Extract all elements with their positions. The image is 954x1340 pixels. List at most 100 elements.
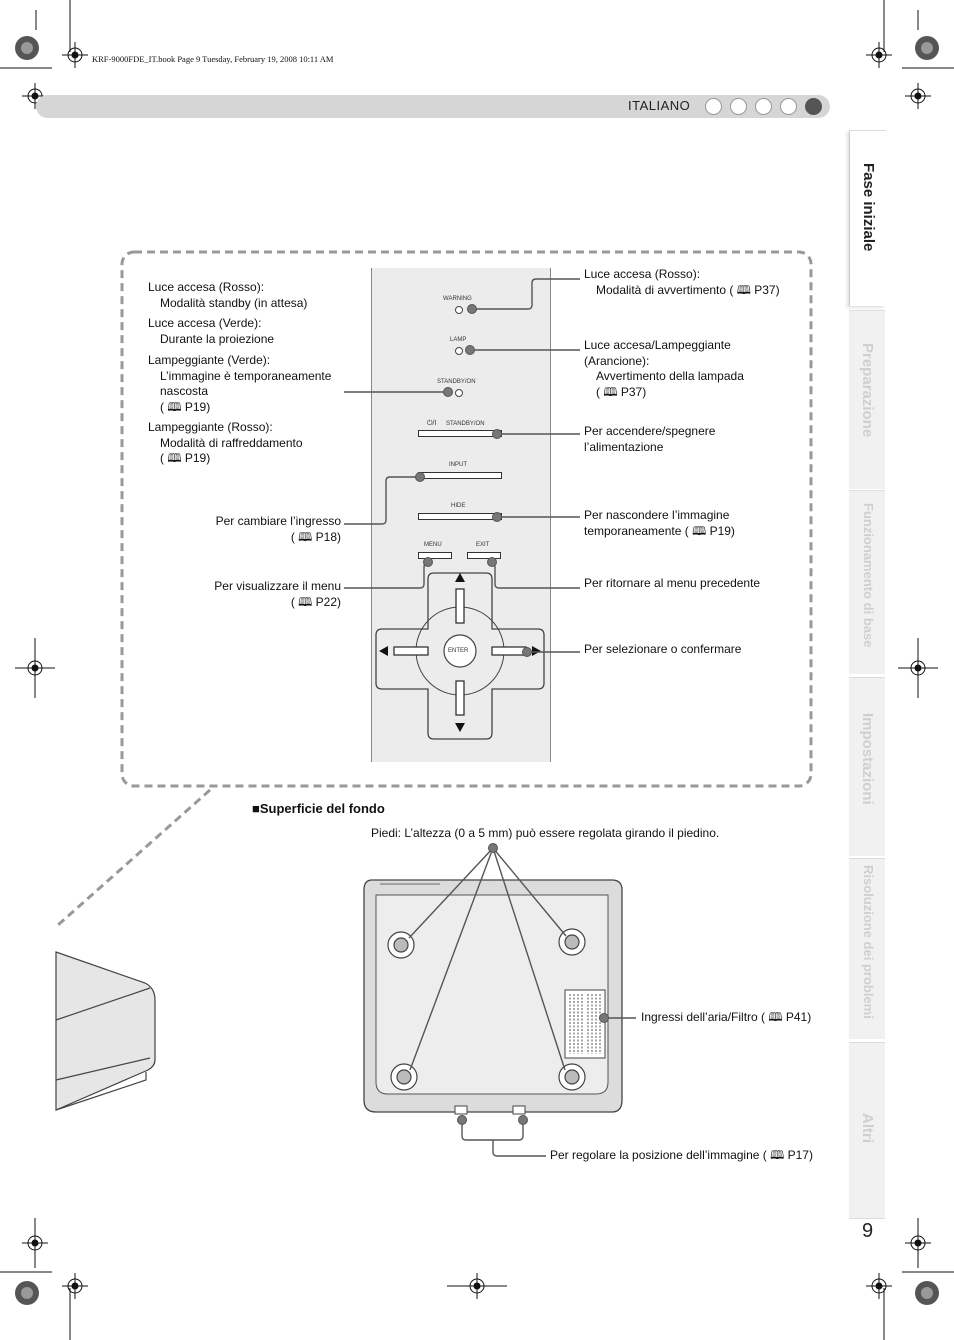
direction-pad[interactable] [370,565,550,745]
standby-title-4: Lampeggiante (Rosso): [148,420,273,434]
input-text: Per cambiare l’ingresso [215,514,341,528]
warning-description: Luce accesa (Rosso): Modalità di avverti… [584,267,780,297]
standby-desc-1: Modalità standby (in attesa) [160,295,308,310]
standby-desc-4: Modalità di raffreddamento [160,435,303,450]
chapter-dot-1 [705,98,722,115]
standby-desc-3a: L’immagine è temporaneamente [160,368,332,383]
book-icon: 🕮 [164,399,185,414]
standby-title-3: Lampeggiante (Verde): [148,353,271,367]
adjust-text: Per regolare la posizione dell’immagine … [550,1148,767,1162]
lamp-label: LAMP [450,337,467,343]
enter-label: ENTER [448,648,469,654]
page-number-box [849,1218,885,1271]
input-ref[interactable]: P18 [315,529,337,544]
air-filter-description: Ingressi dell’aria/Filtro ( 🕮 P41) [641,1010,812,1024]
menu-text: Per visualizzare il menu [214,579,341,593]
chapter-dot-3 [755,98,772,115]
warning-desc: Modalità di avvertimento ( [596,282,734,297]
standby-description-2: Luce accesa (Verde): Durante la proiezio… [148,316,274,347]
header-bar [36,95,830,118]
warning-title: Luce accesa (Rosso): [584,267,701,281]
standby-ref-4[interactable]: P19 [184,451,207,465]
enter-description: Per selezionare o confermare [584,642,742,656]
warning-label: WARNING [443,296,472,302]
section-title: ■Superficie del fondo [252,801,385,816]
up-arrow-icon [455,573,465,582]
book-icon: 🕮 [164,451,185,465]
standby-desc-2: Durante la proiezione [160,331,275,346]
input-label: INPUT [449,462,467,468]
menu-description: Per visualizzare il menu ( 🕮 P22) [200,579,341,610]
book-icon: 🕮 [765,1010,786,1024]
lamp-ref[interactable]: P37 [620,384,643,399]
hide-description: Per nascondere l’immagine temporaneament… [584,508,735,538]
standby-led [455,389,463,397]
print-header: KRF-9000FDE_IT.book Page 9 Tuesday, Febr… [92,54,334,64]
feet-description: Piedi: L’altezza (0 a 5 mm) può essere r… [371,826,720,840]
book-icon: 🕮 [733,282,755,297]
power-symbol: ⏻/I [427,420,437,427]
menu-label: MENU [424,542,442,548]
air-ref[interactable]: P41 [785,1010,808,1024]
lamp-title-1: Luce accesa/Lampeggiante [584,338,731,352]
tab-fase-iniziale[interactable]: Fase iniziale [849,130,886,306]
tab-altri[interactable]: Altri [849,1042,885,1218]
standby-title-1: Luce accesa (Rosso): [148,280,265,294]
hide-label: HIDE [451,503,466,509]
book-icon: 🕮 [294,529,316,544]
language-label: ITALIANO [628,98,691,113]
book-icon: 🕮 [294,594,316,609]
menu-ref[interactable]: P22 [315,594,337,609]
lamp-desc: Avvertimento della lampada [596,369,744,383]
warning-ref[interactable]: P37 [754,282,776,297]
air-filter-grille [564,989,606,1059]
adjust-ref[interactable]: P17 [787,1148,809,1162]
tab-impostazioni[interactable]: Impostazioni [849,677,885,856]
lamp-title-2: (Arancione): [584,353,650,368]
power-button-label: STANDBY/ON [446,421,485,427]
registration-marks [15,42,938,1299]
menu-button[interactable] [418,552,452,559]
chapter-dot-2 [730,98,747,115]
section-title-text: Superficie del fondo [259,801,385,816]
hide-text-2: temporaneamente ( [584,523,689,538]
power-text-2: l’alimentazione [584,439,664,454]
page-number: 9 [862,1220,874,1242]
exit-label: EXIT [476,542,490,548]
foot [387,928,586,1091]
adjust-description: Per regolare la posizione dell’immagine … [550,1148,813,1162]
book-icon: 🕮 [600,384,621,399]
chapter-dot-5 [805,98,822,115]
standby-label: STANDBY/ON [437,379,476,385]
color-targets [15,36,939,1305]
input-description: Per cambiare l’ingresso ( 🕮 P18) [208,514,341,545]
standby-ref-3[interactable]: P19 [184,399,207,414]
down-arrow-icon [455,723,465,732]
warning-led [455,306,463,314]
chapter-dot-4 [780,98,797,115]
exit-description: Per ritornare al menu precedente [584,576,761,590]
book-icon: 🕮 [766,1148,788,1162]
tab-preparazione[interactable]: Preparazione [849,310,885,489]
power-description: Per accendere/spegnere l’alimentazione [584,424,715,455]
tab-risoluzione[interactable]: Risoluzione dei problemi [849,858,885,1039]
lamp-led [455,347,463,355]
book-icon: 🕮 [688,523,710,538]
power-text-1: Per accendere/spegnere [584,424,716,438]
right-arrow-icon [532,646,541,656]
standby-description-4: Lampeggiante (Rosso): Modalità di raffre… [148,420,303,465]
standby-desc-3b: nascosta [160,384,209,398]
square-bullet-icon: ■ [252,801,260,816]
projector-corner [55,951,156,1111]
hide-text-1: Per nascondere l’immagine [584,508,730,522]
hide-ref[interactable]: P19 [709,523,731,538]
air-text: Ingressi dell’aria/Filtro ( [641,1010,766,1024]
standby-title-2: Luce accesa (Verde): [148,316,262,330]
exit-button[interactable] [467,552,501,559]
tab-funzionamento[interactable]: Funzionamento di base [849,490,885,674]
standby-description-3: Lampeggiante (Verde): L’immagine è tempo… [148,353,332,414]
standby-description: Luce accesa (Rosso): Modalità standby (i… [148,280,307,311]
